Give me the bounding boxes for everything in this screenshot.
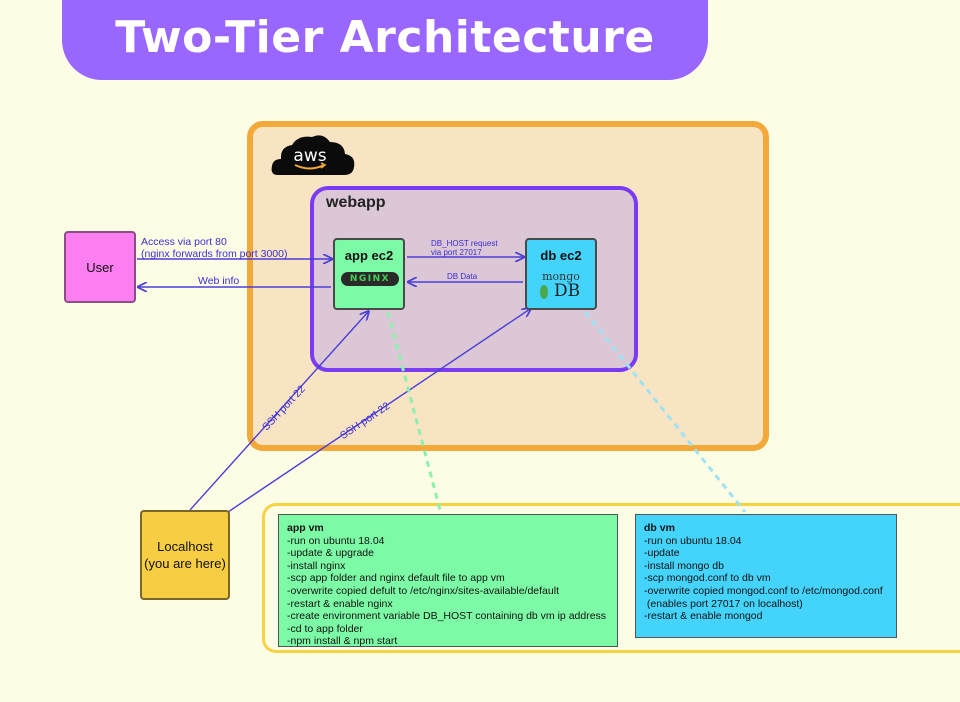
aws-logo-text: aws xyxy=(293,146,326,166)
db-vm-notes: db vm -run on ubuntu 18.04 -update -inst… xyxy=(635,514,897,638)
db-vm-line: (enables port 27017 on localhost) xyxy=(644,597,803,610)
webapp-label: webapp xyxy=(326,194,386,211)
db-vm-line: -update xyxy=(644,547,680,560)
connector-db-notes xyxy=(583,311,747,513)
db-vm-line: -overwrite copied mongod.conf to /etc/mo… xyxy=(644,584,883,597)
app-vm-line: -install nginx xyxy=(287,559,346,572)
app-vm-line: -update & upgrade xyxy=(287,547,374,560)
app-ec2-title: app ec2 xyxy=(344,248,394,263)
nginx-logo-icon: NGINX xyxy=(341,272,399,286)
label-web-info: Web info xyxy=(198,275,240,287)
db-vm-line: -restart & enable mongod xyxy=(644,610,763,623)
app-ec2-node[interactable]: app ec2 NGINX xyxy=(333,238,405,310)
app-vm-line: -run on ubuntu 18.04 xyxy=(287,534,385,547)
db-vm-line: -run on ubuntu 18.04 xyxy=(644,534,742,547)
db-vm-line: -scp mongod.conf to db vm xyxy=(644,572,771,585)
db-vm-heading: db vm xyxy=(644,522,675,534)
edge-ssh-db xyxy=(227,309,530,513)
app-vm-line: -restart & enable nginx xyxy=(287,597,393,610)
localhost-node[interactable]: Localhost (you are here) xyxy=(140,510,230,600)
localhost-sublabel: (you are here) xyxy=(144,556,226,571)
db-ec2-node[interactable]: db ec2 mongo DB xyxy=(525,238,597,310)
app-vm-line: -cd to app folder xyxy=(287,622,363,635)
db-vm-line: -install mongo db xyxy=(644,559,724,572)
app-vm-line: -scp app folder and nginx default file t… xyxy=(287,572,505,585)
label-access: Access via port 80 (nginx forwards from … xyxy=(141,236,288,260)
edge-ssh-app xyxy=(189,312,368,511)
mongodb-leaf-icon xyxy=(540,285,548,299)
localhost-panel xyxy=(262,503,960,653)
mongodb-logo-bottom: DB xyxy=(554,281,581,301)
app-vm-line: -create environment variable DB_HOST con… xyxy=(287,610,607,623)
app-vm-line: -overwrite copied defult to /etc/nginx/s… xyxy=(287,584,559,597)
page-title: Two-Tier Architecture xyxy=(115,12,655,63)
connector-app-notes xyxy=(386,311,442,511)
label-db-data: DB Data xyxy=(447,272,478,281)
title-banner xyxy=(62,0,708,80)
app-vm-heading: app vm xyxy=(287,522,324,534)
localhost-label: Localhost xyxy=(157,539,213,554)
user-node[interactable]: User xyxy=(64,231,136,303)
aws-cloud-icon: aws xyxy=(268,130,358,185)
label-db-host: DB_HOST request via port 27017 xyxy=(431,239,498,257)
db-ec2-title: db ec2 xyxy=(540,248,582,263)
mongodb-logo-top: mongo xyxy=(542,270,580,283)
app-vm-notes: app vm -run on ubuntu 18.04 -update & up… xyxy=(278,514,618,647)
app-vm-line: -npm install & npm start xyxy=(287,635,398,648)
